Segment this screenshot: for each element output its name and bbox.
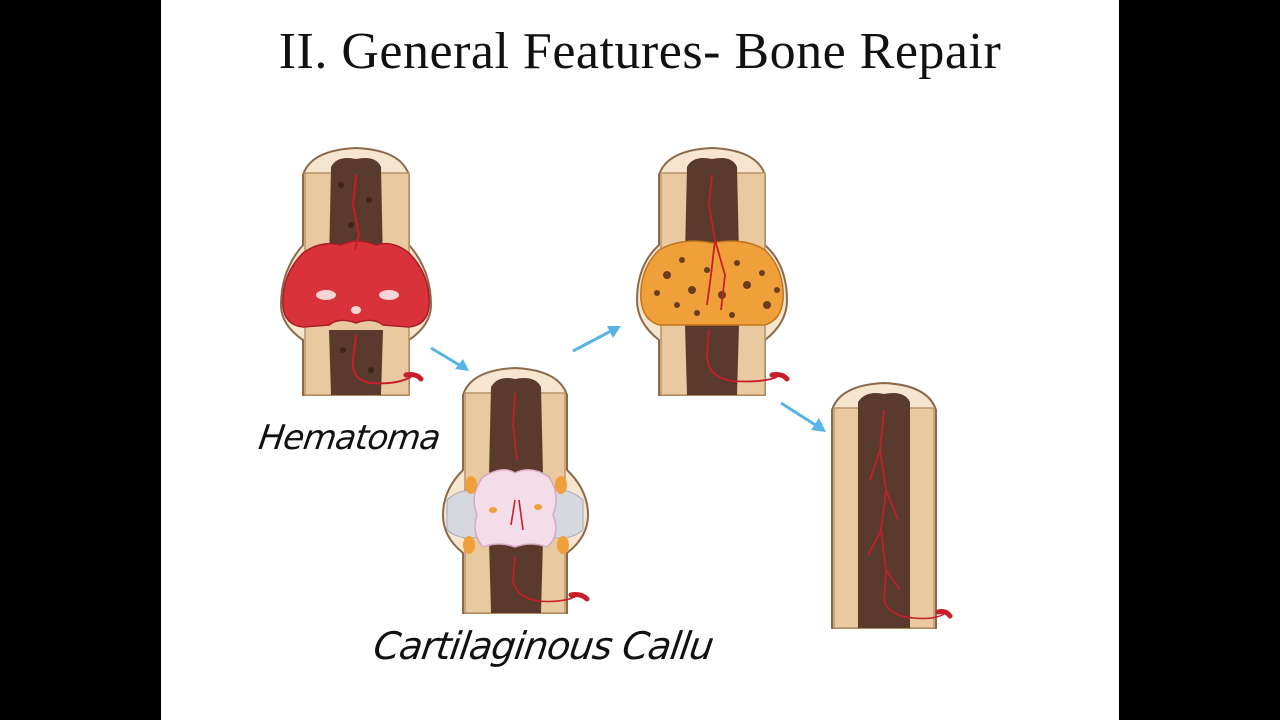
stage-bony-callus-illustration <box>635 146 790 396</box>
stage-hematoma-illustration <box>279 146 433 396</box>
slide: II. General Features- Bone Repair <box>161 0 1119 720</box>
hematoma-annotation: Hematoma <box>256 418 443 458</box>
stage-cartilaginous-callus-illustration <box>441 366 590 614</box>
arrow-icon <box>430 346 469 371</box>
arrow-icon <box>780 401 826 432</box>
arrow-icon <box>572 326 621 353</box>
cartilaginous-callus-annotation: Cartilaginous Callu <box>370 624 716 668</box>
stage-remodeled-bone-illustration <box>831 381 953 629</box>
slide-title: II. General Features- Bone Repair <box>278 23 1002 80</box>
